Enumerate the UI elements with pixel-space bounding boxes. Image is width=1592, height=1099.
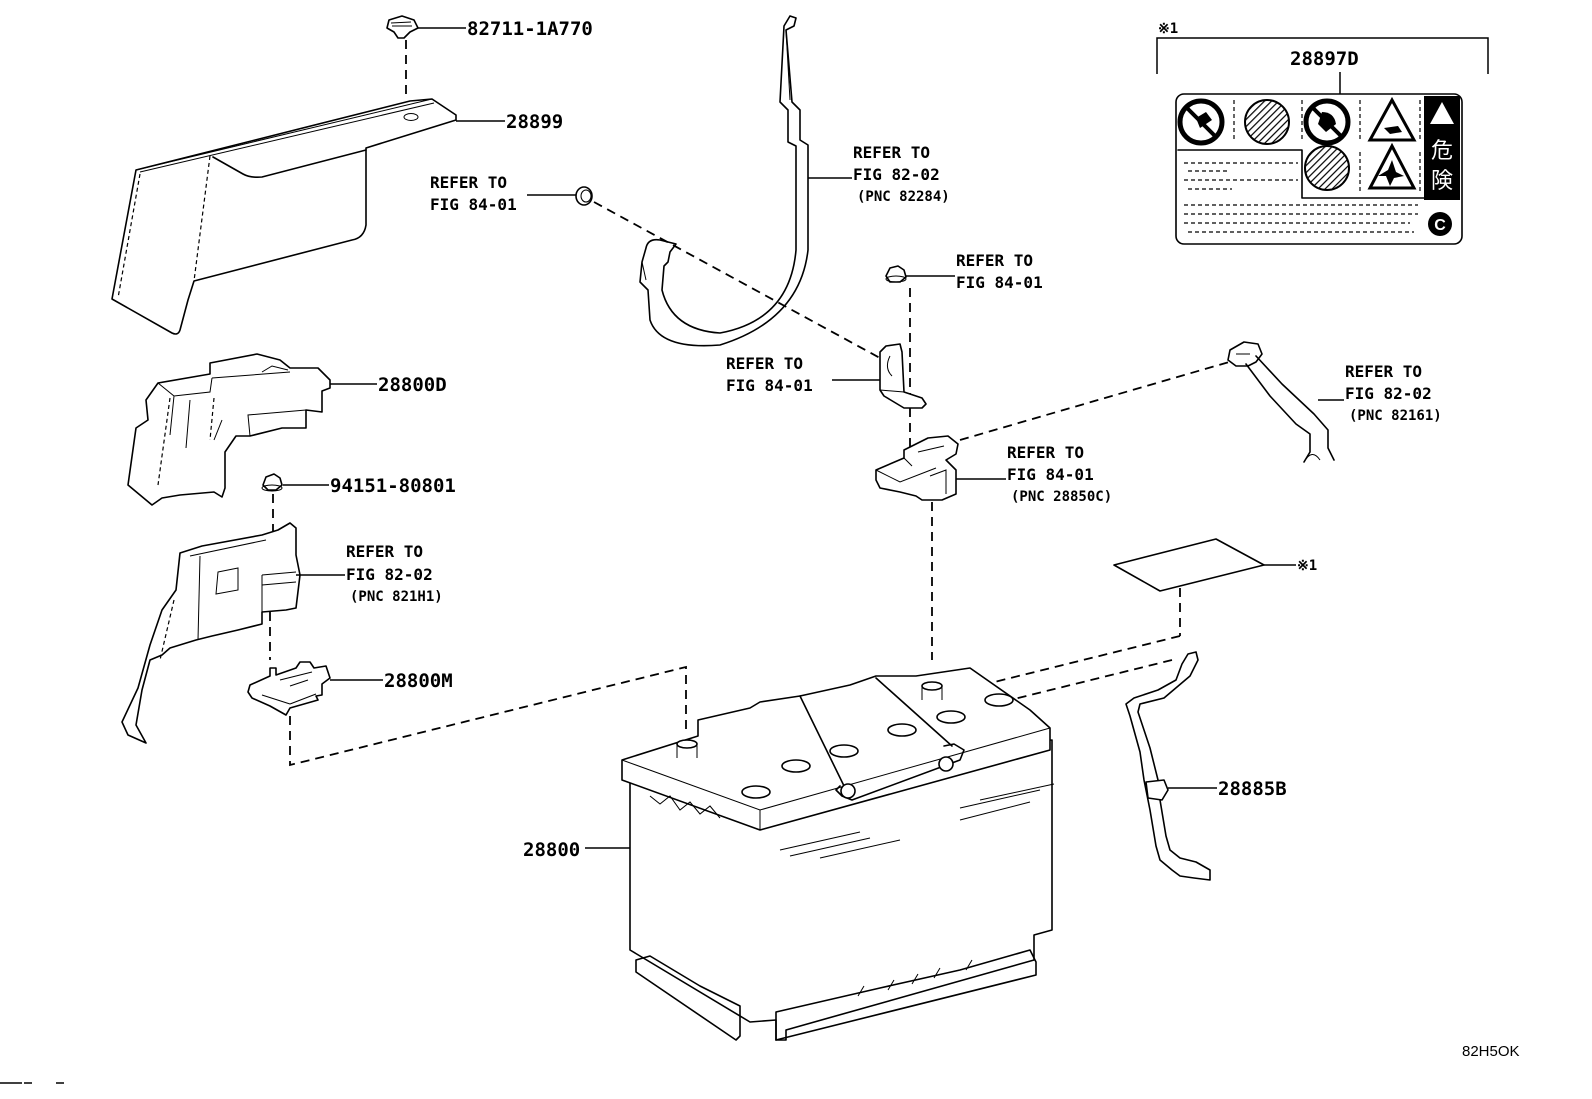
bracket-part[interactable] — [879, 343, 927, 409]
no-flame-icon — [1177, 98, 1225, 146]
label-sheet-note-marker: ※1 — [1297, 558, 1317, 574]
label-sheet-to-battery-dash — [961, 635, 1181, 691]
danger-kanji-2: 険 — [1431, 169, 1453, 194]
positive-cable-part[interactable] — [639, 15, 809, 347]
bolt-ref-line1: REFER TO — [956, 251, 1033, 270]
read-manual-icon — [1304, 145, 1350, 191]
bolt-part[interactable] — [885, 265, 907, 283]
current-sensor-pnc: (PNC 28850C) — [1011, 489, 1112, 505]
nut-part[interactable] — [261, 473, 283, 492]
explosion-warning-icon — [1367, 142, 1417, 190]
figure-code: 82H5OK — [1462, 1043, 1520, 1060]
bracket-ref-line2[interactable]: FIG 84-01 — [726, 376, 813, 395]
vent-hose-part-number[interactable]: 28885B — [1218, 778, 1287, 800]
caution-label-part[interactable]: 危 険 — [1175, 93, 1463, 245]
grommet-cap-ref-line2[interactable]: FIG 84-01 — [430, 195, 517, 214]
terminal-box-ref-line1: REFER TO — [346, 542, 423, 561]
terminal-clamp-part-number[interactable]: 28800M — [384, 670, 453, 692]
keep-from-children-icon — [1303, 98, 1351, 146]
clamp-to-battery-dash-line — [289, 665, 687, 767]
terminal-box-part[interactable] — [121, 522, 301, 744]
danger-kanji-1: 危 — [1431, 139, 1453, 164]
nut-part-number[interactable]: 94151-80801 — [330, 475, 456, 497]
negative-cable-ref-line1: REFER TO — [1345, 362, 1422, 381]
corrosive-warning-icon — [1367, 96, 1417, 142]
positive-cable-pnc: (PNC 82284) — [857, 189, 950, 205]
corner-mark-icon — [1428, 212, 1452, 236]
eye-protection-icon — [1244, 99, 1290, 145]
caution-label-group: ※1 28897D 危 険 — [1156, 21, 1489, 245]
grommet-dash-line — [593, 201, 881, 359]
corner-mark: C — [1434, 217, 1446, 234]
negative-cable-pnc: (PNC 82161) — [1349, 408, 1442, 424]
clip-part[interactable] — [386, 15, 419, 39]
sensor-to-cable-dash-line — [959, 359, 1237, 441]
fuse-cover-upper-part[interactable] — [127, 353, 331, 506]
label-sheet-part[interactable] — [1113, 538, 1265, 592]
caution-label-part-number[interactable]: 28897D — [1290, 48, 1359, 70]
battery-part-number[interactable]: 28800 — [523, 839, 580, 861]
battery-part[interactable] — [621, 667, 1055, 1041]
positive-cable-ref-line1: REFER TO — [853, 143, 930, 162]
terminal-box-pnc: (PNC 821H1) — [350, 589, 443, 605]
battery-cover-part-number[interactable]: 28899 — [506, 111, 563, 133]
positive-cable-ref-line2[interactable]: FIG 82-02 — [853, 165, 940, 184]
hose-to-battery-dash — [1009, 659, 1173, 701]
grommet-cap-part[interactable] — [575, 186, 593, 206]
bolt-ref-line2[interactable]: FIG 84-01 — [956, 273, 1043, 292]
clip-part-number[interactable]: 82711-1A770 — [467, 18, 593, 40]
vent-hose-part[interactable] — [1125, 651, 1211, 881]
negative-cable-ref-line2[interactable]: FIG 82-02 — [1345, 384, 1432, 403]
note-bracket — [1156, 37, 1489, 74]
current-sensor-ref-line2[interactable]: FIG 84-01 — [1007, 465, 1094, 484]
terminal-box-ref-line2[interactable]: FIG 82-02 — [346, 565, 433, 584]
bracket-ref-line1: REFER TO — [726, 354, 803, 373]
danger-icon — [1430, 102, 1454, 124]
current-sensor-ref-line1: REFER TO — [1007, 443, 1084, 462]
fuse-cover-upper-part-number[interactable]: 28800D — [378, 374, 447, 396]
label-inner-border — [1177, 149, 1425, 199]
current-sensor-part[interactable] — [875, 435, 959, 501]
negative-cable-part[interactable] — [1227, 341, 1335, 463]
caution-label-note-marker: ※1 — [1158, 21, 1178, 37]
grommet-cap-ref-line1: REFER TO — [430, 173, 507, 192]
battery-cover-part[interactable] — [111, 98, 457, 335]
terminal-clamp-part[interactable] — [247, 661, 331, 716]
